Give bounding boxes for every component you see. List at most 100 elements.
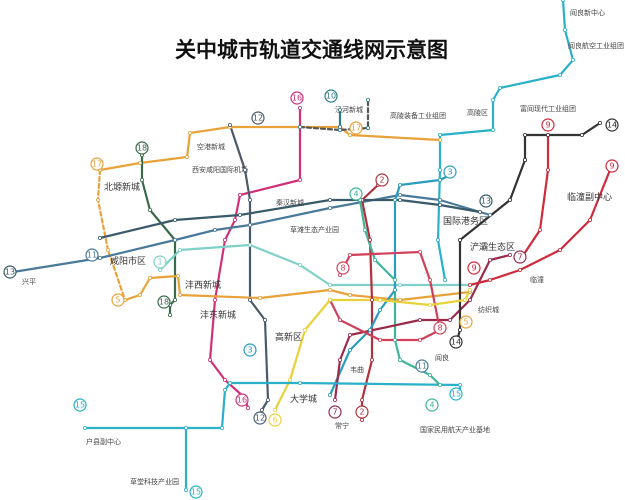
station-dot	[207, 357, 212, 362]
line-badge-circle	[605, 159, 619, 173]
station-dot	[297, 380, 302, 385]
station-dot	[427, 372, 432, 377]
station-dot	[232, 217, 237, 222]
station-dot	[297, 177, 302, 182]
line-badge-number: 18	[137, 144, 147, 153]
line-badge-circle	[336, 261, 350, 275]
station-dot	[538, 227, 543, 232]
line-badge-number: 5	[115, 296, 120, 305]
station-dot	[222, 377, 227, 382]
station-dot	[219, 425, 224, 430]
station-dot	[297, 125, 302, 130]
label-changning: 常宁	[335, 421, 349, 430]
station-dot	[497, 86, 502, 91]
station-dot	[457, 237, 462, 242]
line-badge-circle	[251, 111, 265, 125]
station-dot	[106, 247, 111, 252]
line-badge-number: 12	[255, 414, 265, 423]
station-dot	[347, 132, 352, 137]
line-badge-circle	[189, 485, 203, 499]
station-dot	[462, 297, 467, 302]
line-badge-number: 2	[359, 408, 364, 417]
line-10-dash	[298, 98, 370, 132]
label-chanba: 浐灞生态区	[470, 241, 515, 253]
line-badge-circle	[375, 173, 389, 187]
label-daxuecheng: 大学城	[290, 393, 317, 405]
label-qinhan: 秦汉新城	[276, 198, 304, 207]
line-badge-8: 8	[336, 261, 350, 275]
line-badge-2: 2	[375, 173, 389, 187]
line-badge-number: 7	[517, 253, 522, 262]
station-dot	[397, 192, 402, 197]
station-dot	[297, 262, 302, 267]
line-badge-number: 5	[463, 318, 468, 327]
line-badge-circle	[449, 335, 463, 349]
station-dot	[183, 425, 188, 430]
label-airport: 西安咸阳国际机场	[192, 165, 248, 174]
line-badge-circle	[425, 398, 439, 412]
line-badge-18: 18	[157, 295, 171, 309]
line-badge-14: 14	[449, 335, 463, 349]
label-beiyuan: 北塬新城	[104, 181, 140, 193]
station-dot	[437, 197, 442, 202]
station-dot	[347, 347, 352, 352]
station-dot	[392, 197, 397, 202]
station-dot	[377, 337, 382, 342]
station-dot	[347, 252, 352, 257]
line-badge-number: 4	[353, 190, 358, 199]
station-dot	[147, 275, 152, 280]
station-dot	[490, 127, 495, 132]
station-dot	[259, 407, 264, 412]
line-badge-16: 16	[235, 393, 249, 407]
station-dot	[172, 217, 177, 222]
label-caotan: 草滩生态产业园	[290, 225, 339, 234]
station-dot	[184, 154, 189, 159]
line-badge-number: 11	[87, 251, 97, 260]
line-badge-17: 17	[90, 157, 104, 171]
line-badge-number: 1	[157, 258, 162, 267]
station-dot	[359, 417, 364, 422]
label-yanliang-center: 阎良新中心	[570, 8, 605, 17]
line-14	[523, 121, 602, 162]
station-dot	[327, 297, 332, 302]
station-dot	[487, 257, 492, 262]
station-dot	[392, 277, 397, 282]
label-xianyang: 咸阳市区	[110, 255, 146, 267]
map-title: 关中城市轨道交通线网示意图	[175, 38, 448, 62]
station-dot	[167, 312, 172, 317]
line-badge-number: 15	[191, 488, 201, 497]
station-dot	[265, 397, 270, 402]
line-badge-number: 13	[5, 268, 15, 277]
station-dot	[397, 197, 402, 202]
label-gaoling-equip: 高陵装备工业组团	[390, 111, 446, 120]
line-17	[98, 125, 442, 172]
line-badge-number: 14	[451, 338, 461, 347]
line-badge-16: 16	[290, 91, 304, 105]
line-badge-circle	[328, 405, 342, 419]
station-dot	[227, 123, 232, 128]
line-badge-number: 4	[429, 401, 434, 410]
line-badge-14: 14	[605, 118, 619, 132]
station-dot	[442, 277, 447, 282]
station-dot	[580, 132, 585, 137]
line-5-dash	[96, 168, 127, 302]
station-dot	[588, 217, 593, 222]
station-dot	[247, 222, 252, 227]
station-dot	[212, 227, 217, 232]
station-dot	[98, 255, 103, 260]
line-badge-number: 6	[272, 416, 277, 425]
station-dot	[337, 317, 342, 322]
line-badge-number: 9	[545, 121, 550, 130]
station-dot	[377, 297, 382, 302]
label-xingping: 兴平	[22, 277, 36, 286]
station-dot	[227, 380, 232, 385]
line-6	[273, 288, 472, 412]
line-badge-circle	[268, 413, 282, 427]
line-badge-circle	[349, 187, 363, 201]
station-dot	[332, 397, 337, 402]
station-dot	[437, 177, 442, 182]
station-dot	[365, 126, 370, 131]
station-dot	[563, 27, 568, 32]
